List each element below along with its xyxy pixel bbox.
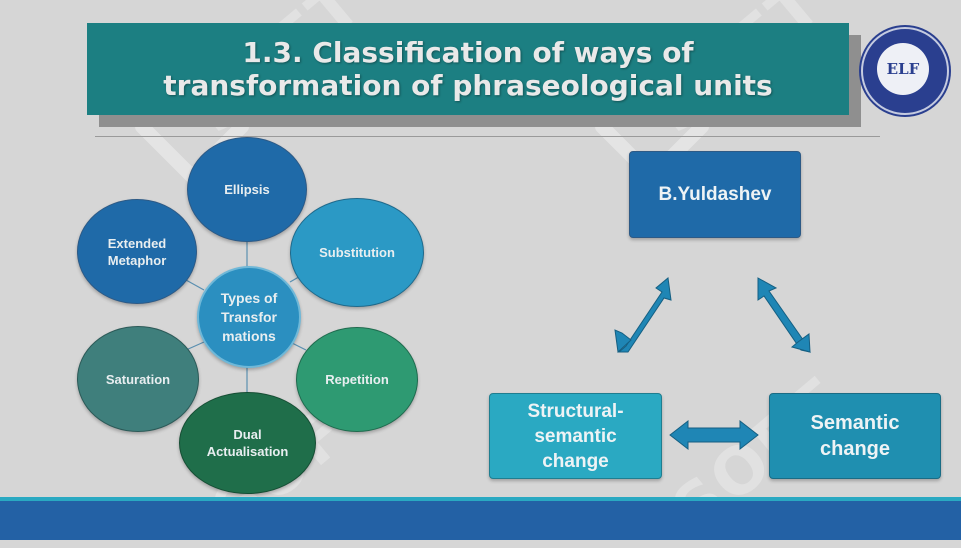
- box-structural-semantic: Structural-semantic change: [489, 393, 662, 479]
- node-center: Types of Transfor mations: [197, 266, 301, 368]
- box-structural-label: Structural-semantic change: [527, 400, 624, 472]
- connector-metaphor: [185, 279, 205, 291]
- connector-saturation: [185, 341, 205, 351]
- node-dual-actualisation: Dual Actualisation: [179, 392, 316, 494]
- node-center-label: Types of Transfor mations: [220, 289, 278, 344]
- page-title: 1.3. Classification of ways of transform…: [87, 23, 849, 115]
- node-metaphor-label: Extended Metaphor: [107, 235, 167, 268]
- node-repetition: Repetition: [296, 327, 418, 432]
- title-line-1: 1.3. Classification of ways of: [242, 36, 694, 69]
- node-extended-metaphor: Extended Metaphor: [77, 199, 197, 304]
- node-substitution: Substitution: [290, 198, 424, 307]
- bottom-bar-accent: [0, 497, 961, 501]
- box-semantic-change: Semantic change: [769, 393, 941, 479]
- node-saturation: Saturation: [77, 326, 199, 432]
- university-logo: ELF: [861, 27, 949, 115]
- arrow-top-right-tail: [790, 333, 811, 353]
- node-ellipsis: Ellipsis: [187, 137, 307, 242]
- logo-emblem: ELF: [877, 43, 929, 95]
- bottom-bar: [0, 501, 961, 540]
- title-line-2: transformation of phraseological units: [163, 69, 773, 102]
- title-divider: [95, 136, 880, 137]
- arrow-top-left-tail: [614, 329, 632, 354]
- arrow-top-left: [617, 277, 672, 353]
- box-semantic-label: Semantic change: [810, 412, 900, 460]
- box-b-yuldashev: B.Yuldashev: [629, 151, 801, 238]
- node-dual-label: Dual Actualisation: [206, 427, 289, 459]
- arrow-bottom: [669, 419, 759, 451]
